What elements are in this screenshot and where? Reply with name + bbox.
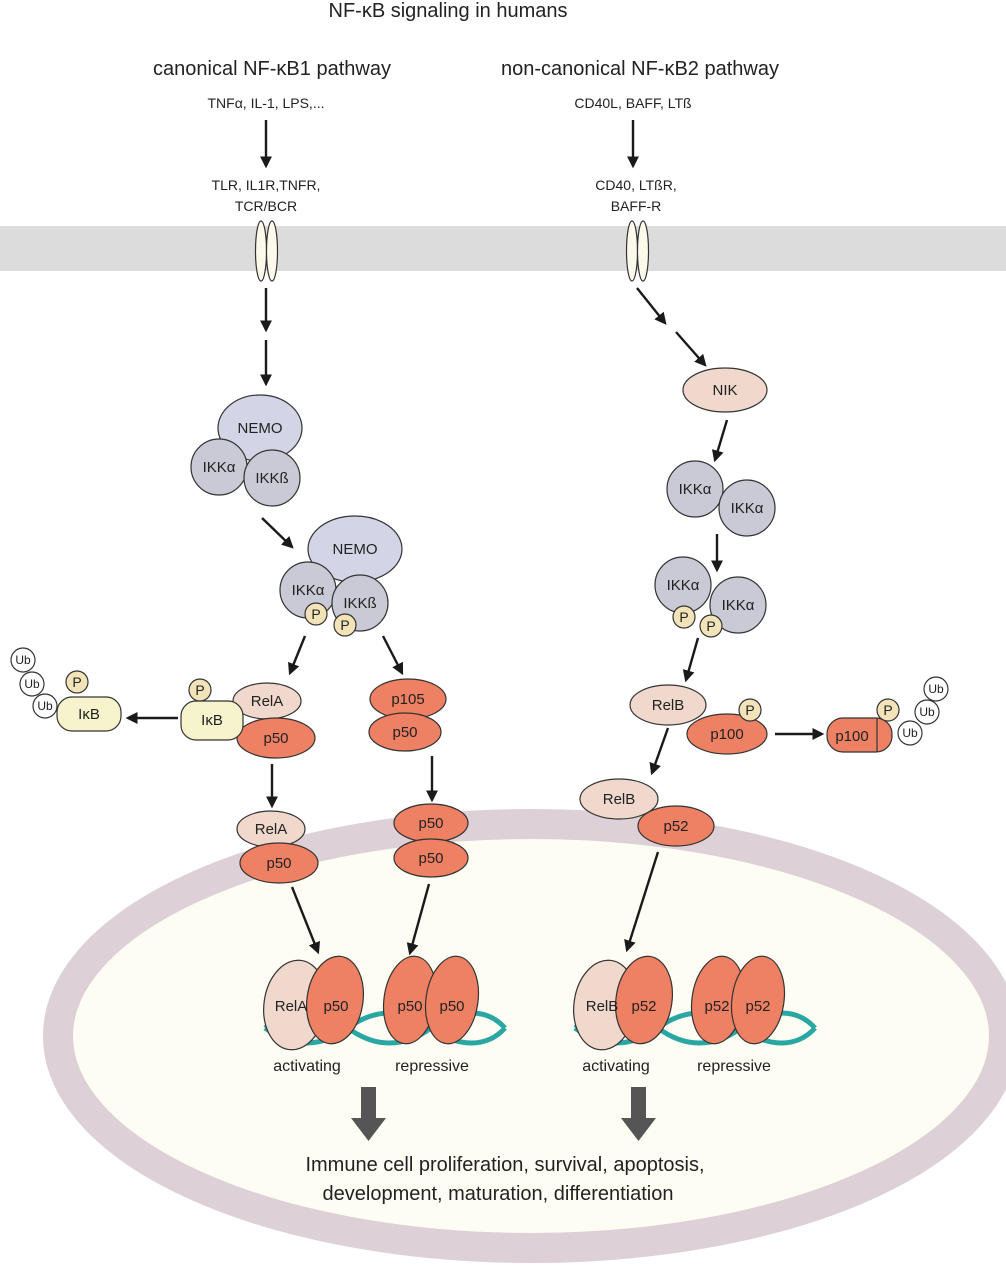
ub-label-1: Ub <box>15 653 31 667</box>
phospho-label-2: P <box>340 617 349 633</box>
ikb-degraded-label: IκB <box>78 706 100 723</box>
relb-p100-complex: RelB p100 P <box>629 684 768 755</box>
arrow-nik-to-ikk <box>712 419 729 463</box>
ub-label-2: Ub <box>24 677 40 691</box>
nik-label: NIK <box>712 382 737 399</box>
ikka-label: IKKα <box>203 459 236 476</box>
dna-bound-p50-p50: p50 p50 <box>382 955 480 1045</box>
p50-label-homodimer-bottom: p50 <box>418 850 443 867</box>
nuclear-translocation-p50-p50 <box>406 883 431 956</box>
ub-label-3: Ub <box>37 699 53 713</box>
ikk-complex-active: NEMO IKKα IKKß P P <box>279 515 403 637</box>
cell-membrane <box>0 226 1006 271</box>
p50-label-free: p50 <box>266 855 291 872</box>
rela-label-dna: RelA <box>275 998 308 1015</box>
phospho-label-ikb-degraded: P <box>72 674 81 690</box>
canonical-receptors-line1: TLR, IL1R,TNFR, <box>212 177 321 193</box>
p52-label-dna-3: p52 <box>745 998 770 1015</box>
relb-label-dna: RelB <box>586 998 619 1015</box>
p50-label-dna-2: p50 <box>397 998 422 1015</box>
rela-p50-dimer: RelA p50 <box>236 810 319 884</box>
dna-bound-rela-p50: RelA p50 <box>263 955 364 1051</box>
phospho-label-nc-1: P <box>679 609 688 625</box>
outcome-arrow-canonical <box>351 1087 386 1141</box>
p50-p50-dimer: p50 p50 <box>393 803 469 878</box>
p100-label: p100 <box>710 726 743 743</box>
arrow-p100-processing <box>649 727 670 776</box>
nik: NIK <box>682 367 768 413</box>
nuclear-translocation-relb-p52 <box>624 851 660 953</box>
label-activating-noncanonical: activating <box>582 1058 650 1075</box>
phospho-label-1: P <box>311 606 320 622</box>
p50-label-p105: p50 <box>392 724 417 741</box>
diagram-title: NF-κB signaling in humans <box>329 0 568 22</box>
nuclear-translocation-rela-p50 <box>290 886 321 955</box>
relb-label-free: RelB <box>603 791 636 808</box>
arrow-to-p105 <box>381 635 404 676</box>
p52-label-free: p52 <box>663 818 688 835</box>
p100-degraded-label: p100 <box>835 728 868 745</box>
ub-label-4: Ub <box>928 682 944 696</box>
p105-p50-complex: p105 p50 <box>368 678 447 752</box>
p50-label-dna-1: p50 <box>323 998 348 1015</box>
relb-p52-dimer: RelB p52 <box>579 778 715 847</box>
p105-label: p105 <box>391 691 424 708</box>
outcome-line2: development, maturation, differentiation <box>323 1183 674 1205</box>
canonical-ligands: TNFα, IL-1, LPS,... <box>207 95 324 111</box>
ikk-complex-inactive: NEMO IKKα IKKß <box>190 394 303 507</box>
nemo-label: NEMO <box>238 420 283 437</box>
rela-label: RelA <box>251 693 284 710</box>
canonical-receptors-line2: TCR/BCR <box>235 198 297 214</box>
ub-label-6: Ub <box>902 726 918 740</box>
rela-label-free: RelA <box>255 821 288 838</box>
arrow-to-rela-p50 <box>288 635 307 676</box>
nucleus <box>43 809 1006 1263</box>
ikka-dimer-inactive: IKKα IKKα <box>666 460 776 537</box>
ikkb-label-active: IKKß <box>343 595 376 612</box>
noncanonical-receptors-line1: CD40, LTßR, <box>595 177 676 193</box>
noncanonical-ligands: CD40L, BAFF, LTß <box>574 95 691 111</box>
phospho-label-ikb: P <box>195 682 204 698</box>
signal-arrow-noncanonical-1 <box>636 287 667 325</box>
receptor-noncanonical <box>625 220 650 282</box>
label-activating-canonical: activating <box>273 1058 341 1075</box>
phospho-label-nc-2: P <box>706 618 715 634</box>
noncanonical-receptors-line2: BAFF-R <box>611 198 662 214</box>
activation-arrow-ikk <box>261 517 294 549</box>
p50-label: p50 <box>263 730 288 747</box>
ikb-degraded: IκB P Ub Ub Ub <box>10 647 122 732</box>
receptor-canonical <box>254 220 279 282</box>
ikka-label-nc-3: IKKα <box>667 577 700 594</box>
ikb-label: IκB <box>201 712 223 729</box>
dna-bound-p52-p52: p52 p52 <box>690 955 786 1045</box>
p52-label-dna-2: p52 <box>704 998 729 1015</box>
ikka-label-nc-4: IKKα <box>722 597 755 614</box>
ikb-rela-p50-complex: RelA p50 IκB P <box>180 678 316 759</box>
dna-bound-relb-p52: RelB p52 <box>573 955 673 1051</box>
ikka-dimer-active: IKKα IKKα P P <box>654 556 767 638</box>
phospho-label-p100: P <box>745 702 754 718</box>
ikkb-label: IKKß <box>255 470 288 487</box>
outcome-line1: Immune cell proliferation, survival, apo… <box>305 1154 704 1176</box>
nemo-label-active: NEMO <box>333 541 378 558</box>
label-repressive-noncanonical: repressive <box>697 1058 771 1075</box>
phospho-label-p100-degraded: P <box>883 702 892 718</box>
p100-degraded: p100 P Ub Ub Ub <box>826 676 949 753</box>
label-repressive-canonical: repressive <box>395 1058 469 1075</box>
ikka-label-active: IKKα <box>292 582 325 599</box>
p52-label-dna-1: p52 <box>631 998 656 1015</box>
canonical-pathway-label: canonical NF-κB1 pathway <box>153 58 391 80</box>
outcome-arrow-noncanonical <box>621 1087 656 1141</box>
ikka-label-nc-2: IKKα <box>731 500 764 517</box>
p50-label-dna-3: p50 <box>439 998 464 1015</box>
noncanonical-pathway-label: non-canonical NF-κB2 pathway <box>501 58 779 80</box>
p50-label-homodimer-top: p50 <box>418 815 443 832</box>
arrow-to-relb-p100 <box>682 637 700 683</box>
ub-label-5: Ub <box>919 705 935 719</box>
signal-arrow-noncanonical-2 <box>675 331 707 367</box>
relb-label: RelB <box>652 697 685 714</box>
ikka-label-nc-1: IKKα <box>679 481 712 498</box>
